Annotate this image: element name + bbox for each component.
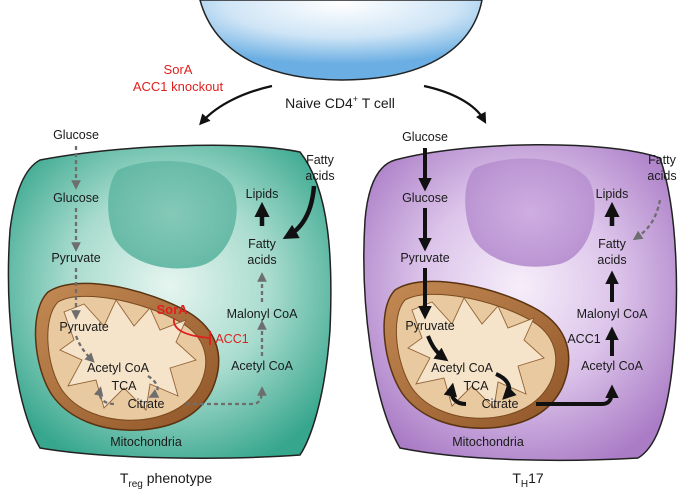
treg-tca-cycle-arrow-2 [93, 386, 115, 406]
naive-cell-label: Naive CD4+ T cell [285, 94, 395, 111]
th17-pdh-arrow [426, 335, 449, 362]
treg-fatty-acids-outside-line1: Fatty [306, 153, 335, 167]
treg-sora-label: SorA [156, 302, 188, 317]
inhibitor-acc1-knockout-label: ACC1 knockout [133, 79, 224, 94]
th17-lipids: Lipids [596, 187, 629, 201]
naive-to-treg-arrow [199, 84, 273, 126]
naive-to-th17-arrow [423, 84, 487, 124]
treg-pyruvate-mito: Pyruvate [59, 320, 108, 334]
treg-fatty-acids-line2: acids [247, 253, 276, 267]
th17-acc1: ACC1 [567, 332, 600, 346]
treg-acc1: ACC1 [215, 332, 248, 346]
th17-malonyl-coa: Malonyl CoA [577, 307, 649, 321]
treg-tca-cycle-arrow-1 [147, 375, 160, 398]
th17-glucose-inside: Glucose [402, 191, 448, 205]
treg-nucleus [108, 161, 237, 269]
treg-pdh-arrow [74, 335, 95, 363]
treg-lipids: Lipids [246, 187, 279, 201]
th17-tca-cycle-arrow-1 [495, 372, 517, 400]
inhibitor-sora-label: SorA [164, 62, 193, 77]
th17-glucose-outside: Glucose [402, 130, 448, 144]
th17-fatty-acid-uptake-arrow [632, 199, 662, 241]
treg-pyruvate-cytosol: Pyruvate [51, 251, 100, 265]
treg-tca-label: TCA [112, 379, 138, 393]
th17-acetylcoa-cytosol: Acetyl CoA [581, 359, 643, 373]
treg-mitochondrion [34, 282, 220, 431]
th17-nucleus [465, 158, 595, 267]
th17-pyruvate-cytosol: Pyruvate [400, 251, 449, 265]
treg-glucose-outside: Glucose [53, 128, 99, 142]
naive-cd4-t-cell [199, 0, 483, 81]
treg-fatty-acids-line1: Fatty [248, 237, 277, 251]
treg-acetylcoa-mito: Acetyl CoA [87, 361, 149, 375]
treg-phenotype-caption: Treg phenotype [120, 470, 213, 490]
th17-fatty-acids-outside-line2: acids [647, 169, 676, 183]
treg-fatty-acids-outside-line2: acids [305, 169, 334, 183]
th17-fatty-acids-outside-line1: Fatty [648, 153, 677, 167]
treg-malonyl-coa: Malonyl CoA [227, 307, 299, 321]
th17-citrate-mito: Citrate [482, 397, 519, 411]
th17-mitochondria-label: Mitochondria [452, 435, 524, 449]
th17-citrate-export-arrow [536, 384, 619, 406]
th17-fatty-acids-line2: acids [597, 253, 626, 267]
th17-fatty-acids-line1: Fatty [598, 237, 627, 251]
treg-acetylcoa-cytosol: Acetyl CoA [231, 359, 293, 373]
sora-inhibition-line [173, 317, 211, 339]
treg-fatty-acid-uptake-arrow [282, 185, 317, 240]
th17-acetylcoa-mito: Acetyl CoA [431, 361, 493, 375]
treg-glucose-inside: Glucose [53, 191, 99, 205]
treg-citrate-export-arrow [186, 386, 267, 406]
th17-tca-label: TCA [464, 379, 490, 393]
th17-caption: TH17 [512, 470, 544, 490]
th17-tca-cycle-arrow-2 [443, 382, 467, 406]
treg-citrate-mito: Citrate [128, 397, 165, 411]
treg-mitochondria-label: Mitochondria [110, 435, 182, 449]
th17-pyruvate-mito: Pyruvate [405, 319, 454, 333]
